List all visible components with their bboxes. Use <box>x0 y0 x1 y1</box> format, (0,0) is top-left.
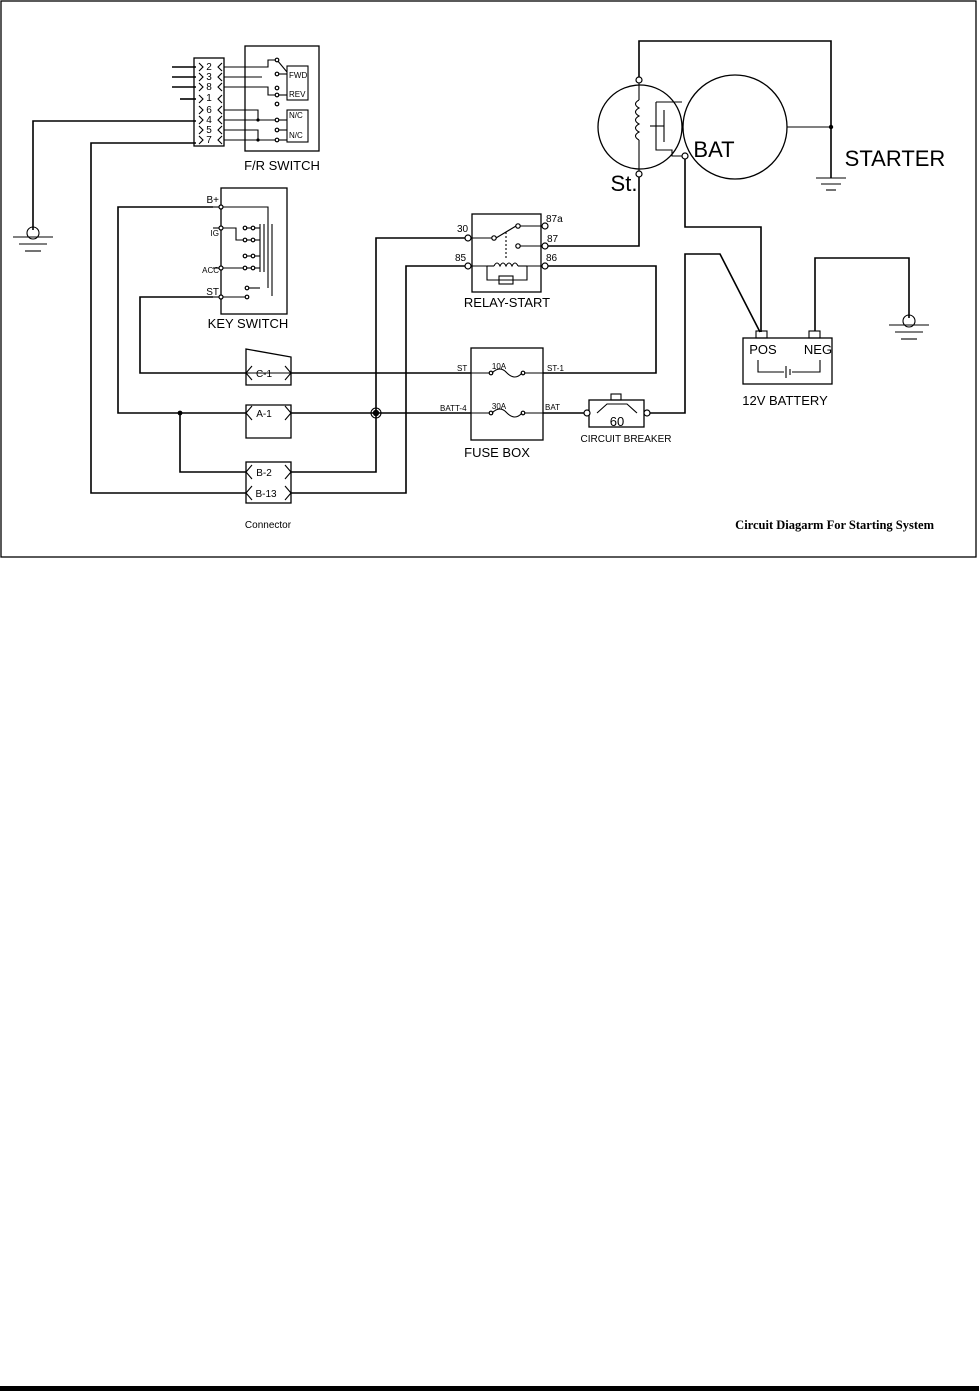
circuit-breaker-rating: 60 <box>610 414 624 429</box>
connector-b13-label: B-13 <box>255 489 277 500</box>
starter-st-label: St. <box>611 171 638 196</box>
battery-title: 12V BATTERY <box>742 393 828 408</box>
key-terminal-bplus: B+ <box>206 195 219 206</box>
diagram-border <box>0 0 977 558</box>
fr-pin-label: 6 <box>206 105 212 116</box>
wire-starter-ground <box>638 40 832 178</box>
ground-symbol-left <box>13 120 196 252</box>
fr-pin-label: 5 <box>206 125 212 136</box>
circuit-breaker: 60 CIRCUIT BREAKER <box>543 393 672 445</box>
wire-starter-bat-to-battery <box>684 159 762 332</box>
fr-pin-label: 2 <box>206 62 212 73</box>
fr-pin-label: 8 <box>206 82 212 93</box>
fr-contact-nc: N/C <box>289 131 303 140</box>
relay-terminal-86: 86 <box>546 253 558 264</box>
fr-pin-label: 1 <box>206 93 212 104</box>
wire-relay86-to-fuse <box>543 265 657 374</box>
ground-symbol-starter <box>816 177 846 191</box>
fr-contact-fwd: FWD <box>289 71 307 80</box>
diagram-caption: Circuit Diagarm For Starting System <box>735 518 934 532</box>
wire-fr-to-b13 <box>90 142 246 494</box>
connector-a1-label: A-1 <box>256 409 272 420</box>
connector-b: B-2 B-13 Connector <box>245 461 292 531</box>
fuse-terminal-st: ST <box>457 364 467 373</box>
starter-bat-label: BAT <box>693 137 734 162</box>
fuse-terminal-st1: ST-1 <box>547 364 564 373</box>
fuse-10a-label: 10A <box>492 362 507 371</box>
wire-st-to-c1 <box>139 296 246 374</box>
wire-a1-to-b2 <box>179 413 246 473</box>
relay-terminal-85: 85 <box>455 253 467 264</box>
fr-switch-title: F/R SWITCH <box>244 158 320 173</box>
wire-relay87-to-starter <box>548 174 640 247</box>
relay-start: 30 85 87a 87 86 RELAY-START <box>455 213 563 310</box>
battery-pos-label: POS <box>749 342 777 357</box>
starter-title: STARTER <box>845 146 946 171</box>
key-switch: B+ IG ACC ST KEY SWITCH <box>202 187 289 331</box>
key-terminal-st: ST <box>206 287 219 298</box>
battery-neg-label: NEG <box>804 342 832 357</box>
fuse-30a-label: 30A <box>492 402 507 411</box>
circuit-breaker-title: CIRCUIT BREAKER <box>581 434 672 445</box>
wire-b2-to-relay-30 <box>291 237 467 473</box>
connector-a1: A-1 <box>245 404 292 439</box>
splice-dot <box>177 410 183 416</box>
fuse-terminal-bat: BAT <box>545 403 560 412</box>
fuse-terminal-batt4: BATT-4 <box>440 404 467 413</box>
splice-ring <box>370 407 382 419</box>
fr-contact-rev: REV <box>289 90 306 99</box>
fr-switch: 2 3 8 1 6 4 5 7 FWD REV N/C N/C F/R <box>172 45 320 173</box>
splice-dot <box>372 409 380 417</box>
connector-c1: C-1 <box>245 348 292 386</box>
connector-title: Connector <box>245 520 292 531</box>
relay-title: RELAY-START <box>464 295 550 310</box>
starter-motor: St. BAT STARTER <box>597 74 946 196</box>
wire-breaker-to-battery-pos <box>650 253 761 414</box>
connector-c1-label: C-1 <box>256 369 273 380</box>
fr-pin-label: 4 <box>206 115 212 126</box>
relay-terminal-87a: 87a <box>546 214 563 225</box>
splice-dot <box>828 124 834 130</box>
page-footer-rule <box>0 1386 979 1391</box>
connector-b2-label: B-2 <box>256 468 272 479</box>
fuse-box-title: FUSE BOX <box>464 445 530 460</box>
wire-battery-neg-to-ground <box>814 257 910 331</box>
wire-bplus-to-a1 <box>117 206 246 414</box>
ground-symbol-battery <box>889 314 929 340</box>
fr-pin-label: 3 <box>206 72 212 83</box>
key-terminal-ig: IG <box>211 229 219 238</box>
key-switch-title: KEY SWITCH <box>208 316 289 331</box>
key-terminal-acc: ACC <box>202 266 219 275</box>
relay-terminal-30: 30 <box>457 224 469 235</box>
circuit-diagram-frame: 2 3 8 1 6 4 5 7 FWD REV N/C N/C F/R <box>0 0 979 560</box>
battery-12v: POS NEG 12V BATTERY <box>742 330 833 408</box>
wire-b13-to-relay-85 <box>291 265 467 494</box>
fr-contact-nc: N/C <box>289 111 303 120</box>
circuit-diagram: 2 3 8 1 6 4 5 7 FWD REV N/C N/C F/R <box>0 0 977 558</box>
fuse-box: 10A 30A ST ST-1 BATT-4 BAT FUSE BOX <box>440 347 564 460</box>
fr-pin-label: 7 <box>206 135 212 146</box>
relay-terminal-87: 87 <box>547 234 559 245</box>
